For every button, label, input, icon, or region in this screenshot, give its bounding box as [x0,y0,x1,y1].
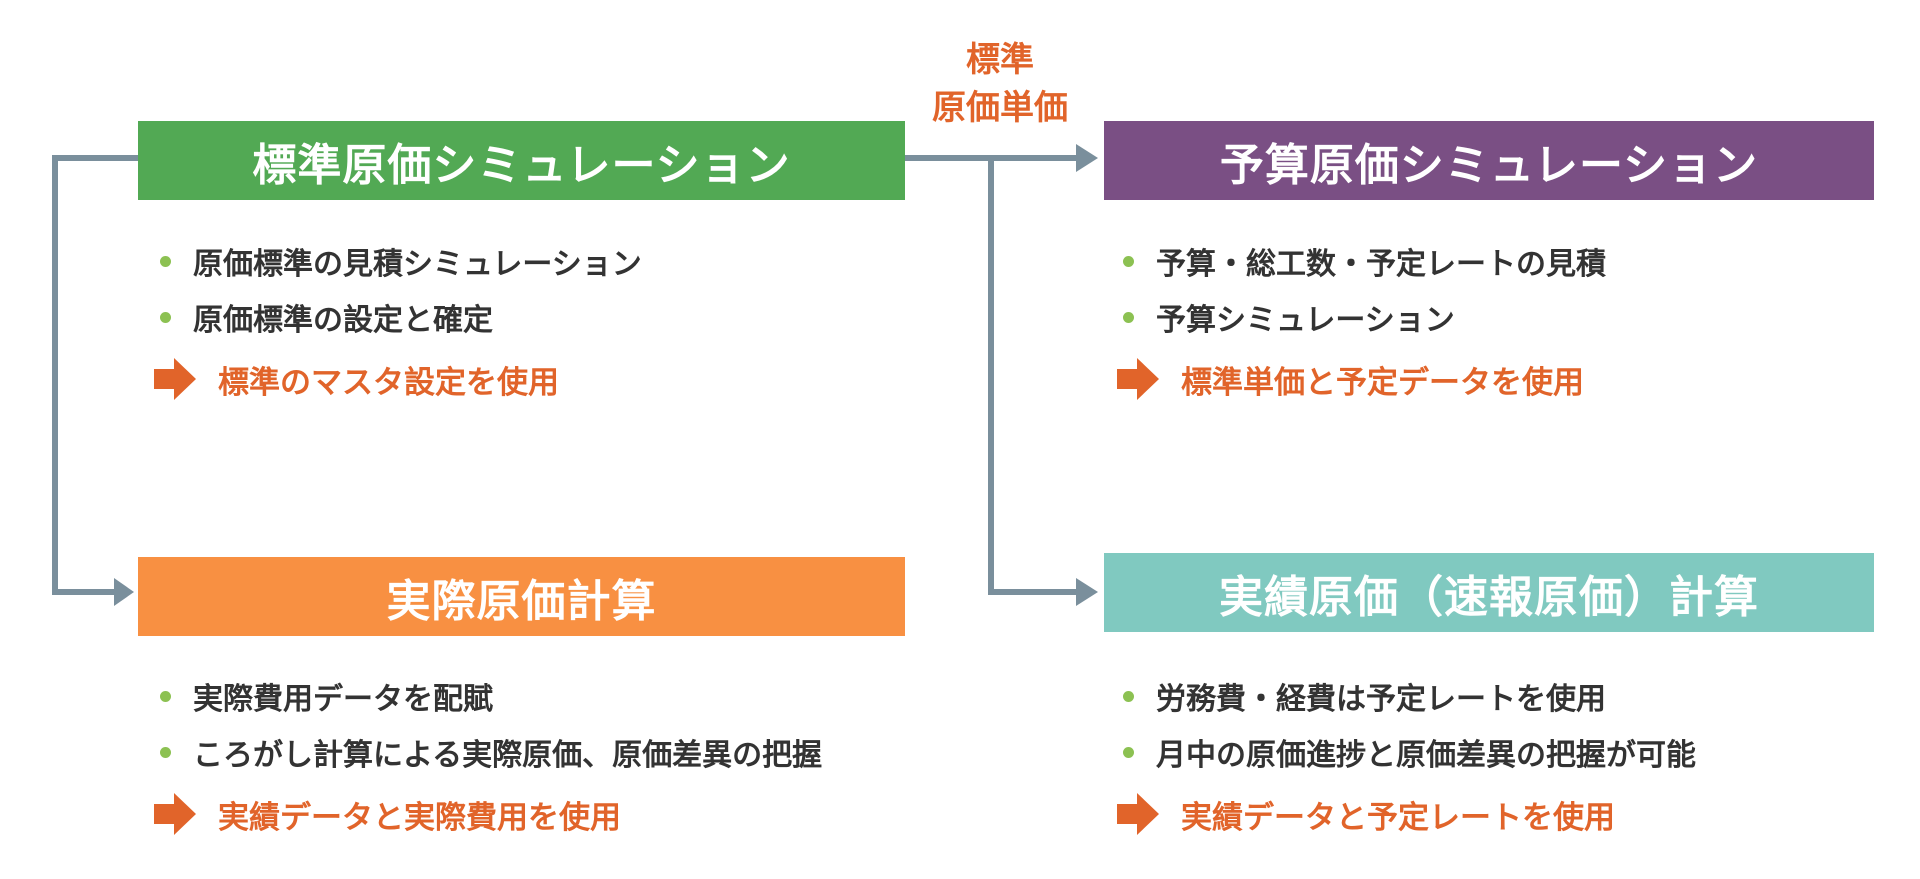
list-item: 実際費用データを配賦 [150,679,822,717]
results-cost-calculation-title: 実績原価（速報原価）計算 [1219,571,1759,623]
standard-unit-cost-label: 標準 原価単価 [900,36,1100,132]
list-item: 月中の原価進捗と原価差異の把握が可能 [1113,735,1696,773]
arrowhead-to-actual [114,578,134,606]
list-item: 原価標準の見積シミュレーション [150,244,642,282]
bullet-dot-icon [160,690,171,702]
standard-cost-simulation-title: 標準原価シミュレーション [252,139,791,191]
connector-standard-to-actual [52,155,138,595]
list-item-text: 実際費用データを配賦 [193,682,493,717]
mid-label-line2: 原価単価 [932,88,1068,128]
standard-cost-simulation-panel: 原価標準の見積シミュレーション 原価標準の設定と確定 標準のマスタ設定を使用 [150,244,642,402]
right-arrow-icon [1117,793,1159,835]
actual-cost-calculation-title: 実際原価計算 [386,575,657,627]
right-arrow-icon [154,793,196,835]
list-item-text: 月中の原価進捗と原価差異の把握が可能 [1156,738,1696,773]
usage-note-text: 実績データと予定レートを使用 [1181,799,1615,836]
usage-note: 実績データと予定レートを使用 [1113,791,1696,837]
list-item-text: 労務費・経費は予定レートを使用 [1156,682,1606,717]
usage-note-text: 実績データと実際費用を使用 [218,799,621,836]
bullet-dot-icon [1123,690,1134,702]
connector-group [52,155,1078,595]
right-arrow-icon [154,358,196,400]
usage-note: 標準単価と予定データを使用 [1113,356,1606,402]
results-cost-calculation-panel: 労務費・経費は予定レートを使用 月中の原価進捗と原価差異の把握が可能 実績データ… [1113,679,1696,837]
bullet-dot-icon [160,311,171,323]
bullet-dot-icon [1123,746,1134,758]
usage-note-text: 標準のマスタ設定を使用 [218,364,559,401]
list-item-text: 予算シミュレーション [1156,303,1455,338]
list-item-text: ころがし計算による実際原価、原価差異の把握 [193,738,823,773]
results-cost-calculation-header: 実績原価（速報原価）計算 [1104,553,1874,632]
bullet-dot-icon [1123,255,1134,267]
usage-note: 標準のマスタ設定を使用 [150,356,642,402]
connector-branch-to-results [988,158,1078,595]
actual-cost-calculation-header: 実際原価計算 [138,557,905,636]
list-item: ころがし計算による実際原価、原価差異の把握 [150,735,822,773]
budget-cost-simulation-title: 予算原価シミュレーション [1219,139,1759,191]
standard-cost-simulation-header: 標準原価シミュレーション [138,121,905,200]
connector-arrowheads [114,144,1098,606]
list-item: 予算シミュレーション [1113,300,1606,338]
list-item: 原価標準の設定と確定 [150,300,642,338]
arrowhead-to-budget [1076,144,1098,172]
arrowhead-to-results [1076,578,1098,606]
bullet-dot-icon [160,255,171,267]
list-item-text: 予算・総工数・予定レートの見積 [1156,247,1606,282]
list-item: 予算・総工数・予定レートの見積 [1113,244,1606,282]
list-item: 労務費・経費は予定レートを使用 [1113,679,1696,717]
list-item-text: 原価標準の設定と確定 [193,303,493,338]
bullet-dot-icon [1123,311,1134,323]
mid-label-line1: 標準 [966,40,1034,80]
actual-cost-calculation-panel: 実際費用データを配賦 ころがし計算による実際原価、原価差異の把握 実績データと実… [150,679,822,837]
usage-note: 実績データと実際費用を使用 [150,791,822,837]
right-arrow-icon [1117,358,1159,400]
bullet-dot-icon [160,746,171,758]
budget-cost-simulation-panel: 予算・総工数・予定レートの見積 予算シミュレーション 標準単価と予定データを使用 [1113,244,1606,402]
usage-note-text: 標準単価と予定データを使用 [1181,364,1584,401]
list-item-text: 原価標準の見積シミュレーション [193,247,642,282]
budget-cost-simulation-header: 予算原価シミュレーション [1104,121,1874,200]
